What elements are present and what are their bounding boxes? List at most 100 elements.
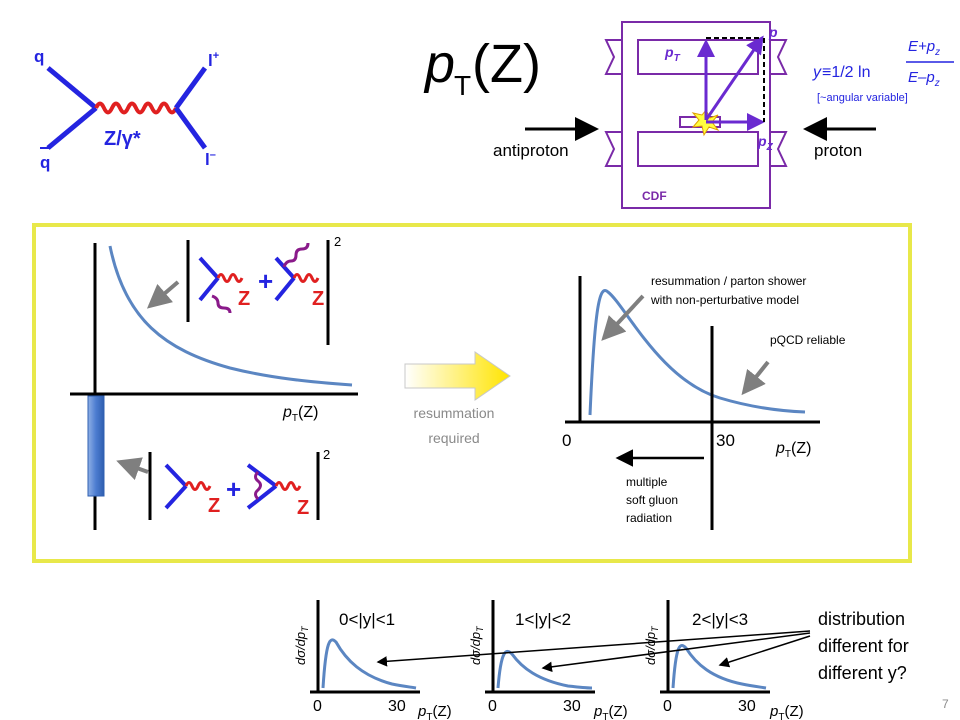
- p-vector-arrow: [704, 35, 764, 121]
- square-exponent-2: 2: [323, 447, 330, 462]
- pointer-to-bin2: [541, 632, 811, 673]
- quark-line-d: [274, 276, 296, 302]
- pqcd-pointer-arrow: [741, 360, 770, 396]
- lepton-plus-line: [173, 66, 208, 110]
- detector-right-endcap-bottom: [769, 131, 788, 167]
- annot-resummation-2: with non-perturbative model: [650, 293, 799, 307]
- peaked-spectrum-plot: 0 30 pT(Z) resummation / parton shower w…: [562, 274, 846, 530]
- resummation-text-2: required: [428, 430, 479, 446]
- bin2-tick-30: 30: [563, 698, 581, 715]
- square-exponent: 2: [334, 234, 341, 249]
- left-lower-pointer-arrow: [116, 457, 149, 481]
- antiproton-label: antiproton: [493, 141, 569, 160]
- question-line-3: different y?: [818, 663, 907, 683]
- left-upper-pointer-arrow: [146, 280, 180, 309]
- detector-outline: [621, 21, 771, 209]
- page-number: 7: [942, 697, 949, 711]
- right-plot-curve: [588, 289, 806, 416]
- detector-kinematics: p pT pZ CDF antiproton proton: [493, 24, 876, 203]
- left-plot-curve: [108, 245, 353, 387]
- bin3-curve: [671, 644, 767, 690]
- soft-gluon-2: soft gluon: [626, 493, 678, 507]
- z-wave-c: [184, 481, 212, 491]
- rapidity-bin-2: dσ/dpT 1<|y|<2 0 30 pT(Z): [468, 600, 628, 720]
- slide-title: p T (Z): [423, 34, 541, 101]
- bin3-y-label: dσ/dpT: [643, 625, 660, 665]
- z-label-a: Z: [238, 288, 250, 310]
- detector-left-endcap-top: [604, 39, 623, 75]
- pointer-to-bin1: [376, 630, 811, 667]
- question-line-2: different for: [818, 636, 909, 656]
- detector-left-endcap-bottom: [604, 131, 623, 167]
- bin2-y-label: dσ/dpT: [468, 625, 485, 665]
- gluon-loop: [254, 470, 262, 501]
- plus-sign-a: +: [258, 266, 273, 296]
- bin3-tick-30: 30: [738, 698, 756, 715]
- feynman-diagram: q q l+ l– Z/γ*: [34, 47, 219, 172]
- quark-line-b: [198, 276, 220, 302]
- plus-sign-b: +: [226, 474, 241, 504]
- lepton-minus-label: l–: [205, 149, 216, 169]
- falling-spectrum-plot: pT(Z): [70, 243, 358, 530]
- rapidity-bin-1: dσ/dpT 0<|y|<1 0 30 pT(Z): [293, 600, 452, 720]
- quark-line-c: [274, 256, 296, 280]
- resummation-pointer-arrow: [601, 294, 645, 341]
- z-wave-a: [216, 273, 244, 283]
- title-sub: T: [454, 70, 471, 101]
- right-tick-0: 0: [562, 431, 571, 450]
- quark-line: [46, 66, 98, 110]
- lepton-plus-label: l+: [208, 50, 219, 70]
- pz-label: pZ: [757, 133, 774, 153]
- lepton-minus-line: [173, 106, 208, 150]
- rapidity-note: [~angular variable]: [817, 92, 908, 104]
- detector-lower-block: [637, 131, 759, 167]
- bin1-tick-0: 0: [313, 698, 322, 715]
- annot-pqcd: pQCD reliable: [770, 333, 846, 347]
- quark-line-e: [164, 463, 188, 488]
- quark-line-h: [246, 484, 278, 510]
- gluon-a: [211, 294, 232, 314]
- p-label: p: [768, 24, 778, 40]
- z-wave-b: [292, 273, 320, 283]
- pt-label: pT: [664, 44, 681, 64]
- negative-bar: [87, 395, 105, 497]
- amplitude-squared-virtual: 2 Z + Z: [148, 447, 330, 520]
- bin3-tick-0: 0: [663, 698, 672, 715]
- quark-line-g: [246, 463, 278, 488]
- bin2-curve: [496, 649, 593, 690]
- detector-right-endcap-top: [769, 39, 788, 75]
- boson-label: Z/γ*: [104, 128, 141, 150]
- question-line-1: distribution: [818, 609, 905, 629]
- rapidity-definition: y ≡1/2 ln E+pz E–pz [~angular variable]: [812, 38, 954, 104]
- gluon-b: [282, 242, 310, 268]
- bin3-x-label: pT(Z): [769, 703, 804, 720]
- amplitude-squared-real: 2 Z + Z: [186, 234, 341, 345]
- soft-gluon-1: multiple: [626, 475, 668, 489]
- rapidity-def: ≡1/2 ln: [822, 64, 870, 81]
- quark-label: q: [34, 47, 44, 66]
- bin1-tick-30: 30: [388, 698, 406, 715]
- z-wave-d: [274, 481, 302, 491]
- title-rest: (Z): [472, 34, 541, 94]
- z-label-c: Z: [208, 495, 220, 517]
- z-label-d: Z: [297, 497, 309, 519]
- bin2-range: 1<|y|<2: [515, 610, 571, 629]
- soft-gluon-3: radiation: [626, 511, 672, 525]
- z-label-b: Z: [312, 288, 324, 310]
- right-tick-30: 30: [716, 431, 735, 450]
- bin1-range: 0<|y|<1: [339, 610, 395, 629]
- antiquark-line: [46, 106, 98, 150]
- collision-burst-icon: [691, 109, 720, 137]
- quark-line-a: [198, 256, 220, 280]
- annot-resummation-1: resummation / parton shower: [651, 274, 806, 288]
- right-plot-x-label: pT(Z): [775, 440, 811, 460]
- resummation-arrow: [404, 351, 511, 401]
- left-plot-x-label: pT(Z): [282, 404, 318, 424]
- boson-propagator: [94, 101, 178, 115]
- rapidity-bin-3: dσ/dpT 2<|y|<3 0 30 pT(Z): [643, 600, 804, 720]
- resummation-text-1: resummation: [414, 405, 495, 421]
- bin3-range: 2<|y|<3: [692, 610, 748, 629]
- bin1-y-label: dσ/dpT: [293, 625, 310, 665]
